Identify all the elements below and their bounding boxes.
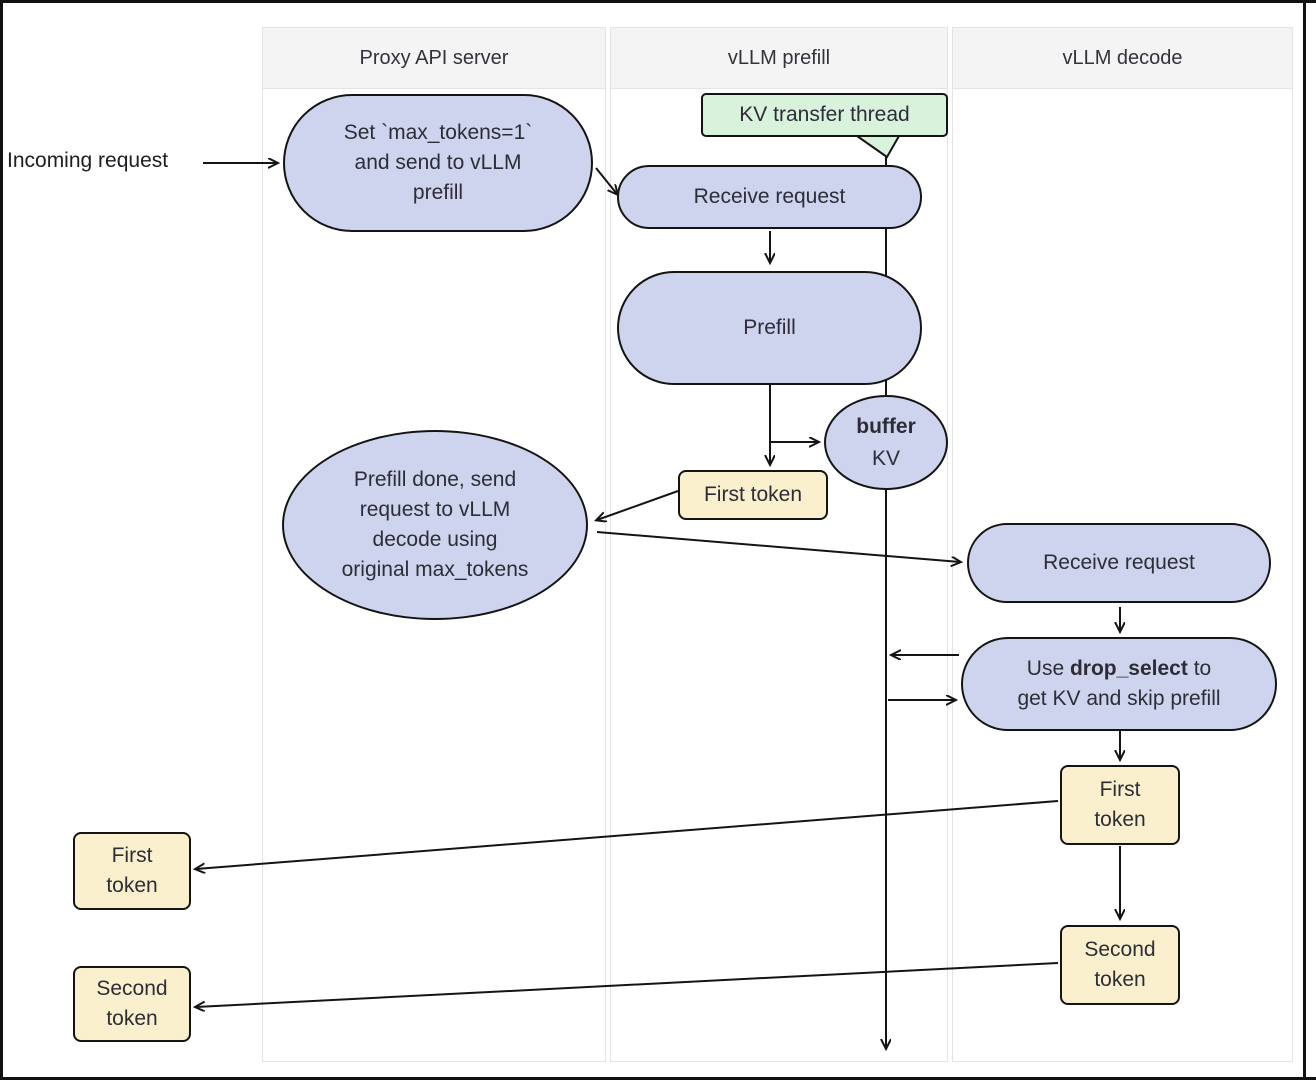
node-receive-request-decode-label: Receive request — [1043, 551, 1195, 575]
node-receive-request-decode: Receive request — [967, 523, 1271, 603]
node-second-token-decode: Second token — [1060, 925, 1180, 1005]
lane-header-decode: vLLM decode — [953, 28, 1292, 89]
node-first-token-output: First token — [73, 832, 191, 910]
node-prefill-label: Prefill — [743, 316, 796, 340]
incoming-request-label: Incoming request — [7, 149, 169, 172]
node-drop-select: Use drop_select to get KV and skip prefi… — [961, 637, 1277, 731]
node-set-max-tokens-line2: and send to vLLM — [354, 151, 522, 175]
kv-thread-callout-tail-stroke — [856, 135, 900, 159]
lane-header-prefill: vLLM prefill — [611, 28, 947, 89]
node-buffer-kv-line2: KV — [871, 446, 900, 470]
node-drop-select-post: to — [1187, 657, 1212, 681]
node-first-token-decode-line1: First — [1099, 778, 1141, 802]
node-drop-select-bold: drop_select — [1069, 657, 1188, 681]
lane-title-prefill: vLLM prefill — [727, 46, 831, 69]
node-second-token-decode-line2: token — [1094, 968, 1146, 991]
node-prefill-done-line1: Prefill done, send — [353, 468, 517, 492]
arrow-prefill-done-to-receive-decode — [596, 531, 960, 562]
arrow-first-token-decode-to-output — [196, 800, 1059, 869]
node-first-token-prefill-label: First token — [703, 483, 803, 507]
lane-title-proxy: Proxy API server — [359, 46, 509, 69]
arrow-first-token-to-prefill-done — [597, 490, 679, 520]
frame-right — [1303, 0, 1306, 1080]
lane-header-proxy: Proxy API server — [263, 28, 605, 89]
node-first-token-decode-line2: token — [1094, 808, 1146, 831]
node-second-token-output-line2: token — [106, 1007, 158, 1030]
node-buffer-kv: buffer KV — [824, 395, 948, 490]
node-second-token-decode-line1: Second — [1084, 938, 1156, 962]
node-first-token-prefill: First token — [678, 470, 828, 520]
node-first-token-output-line1: First — [111, 844, 153, 868]
node-set-max-tokens: Set `max_tokens=1` and send to vLLM pref… — [283, 94, 593, 232]
frame-top — [0, 0, 1316, 3]
node-prefill: Prefill — [617, 271, 922, 385]
kv-thread-callout-tail-fill — [857, 135, 899, 157]
node-set-max-tokens-line3: prefill — [412, 180, 464, 204]
node-second-token-output-line1: Second — [96, 977, 168, 1001]
node-first-token-output-line2: token — [106, 874, 158, 897]
node-set-max-tokens-line1: Set `max_tokens=1` — [343, 121, 533, 145]
arrow-set-max-tokens-to-receive-prefill — [595, 167, 617, 194]
frame-left — [0, 0, 3, 1080]
node-drop-select-line1: Use drop_select to — [1027, 654, 1211, 684]
node-prefill-done-line3: decode using — [372, 528, 498, 551]
node-second-token-output: Second token — [73, 966, 191, 1042]
frame-bottom — [0, 1077, 1316, 1080]
arrow-second-token-decode-to-output — [196, 962, 1059, 1007]
node-drop-select-line2: get KV and skip prefill — [1017, 687, 1221, 710]
node-drop-select-pre: Use — [1026, 657, 1070, 681]
node-prefill-done-line2: request to vLLM — [359, 498, 511, 522]
node-prefill-done-line4: original max_tokens — [341, 557, 529, 581]
node-kv-transfer-thread-label: KV transfer thread — [739, 103, 910, 127]
node-first-token-decode: First token — [1060, 765, 1180, 845]
node-receive-request-prefill-label: Receive request — [693, 185, 846, 209]
node-prefill-done: Prefill done, send request to vLLM decod… — [282, 430, 588, 620]
node-buffer-kv-line1: buffer — [856, 415, 916, 438]
node-receive-request-prefill: Receive request — [617, 165, 922, 229]
node-kv-transfer-thread: KV transfer thread — [701, 93, 948, 137]
lane-title-decode: vLLM decode — [1062, 46, 1183, 69]
